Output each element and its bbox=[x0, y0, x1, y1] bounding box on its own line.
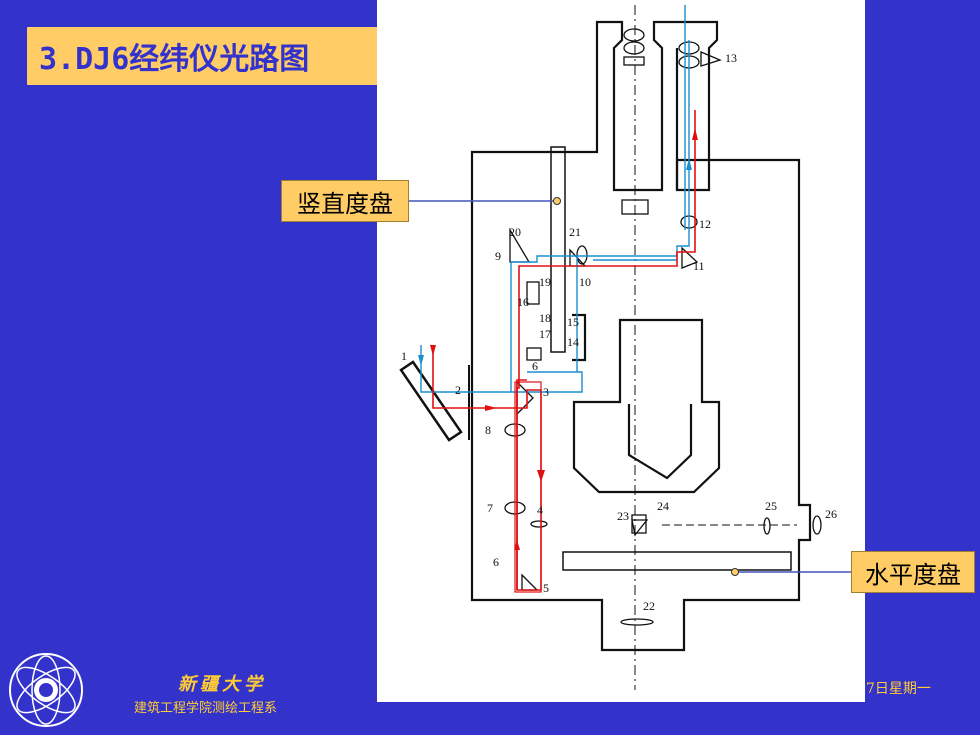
diagram-num: 24 bbox=[657, 499, 669, 513]
diagram-num: 17 bbox=[539, 327, 551, 341]
diagram-num: 2 bbox=[455, 383, 461, 397]
vertical-circle-label: 竖直度盘 bbox=[281, 180, 409, 222]
horizontal-circle-label: 水平度盘 bbox=[851, 551, 975, 593]
slide-date: 7日星期一 bbox=[866, 681, 931, 697]
diagram-num: 20 bbox=[509, 225, 521, 239]
diagram-num: 23 bbox=[617, 509, 629, 523]
university-name: 新疆大学 bbox=[178, 674, 266, 695]
diagram-num: 5 bbox=[543, 581, 549, 595]
diagram-num: 11 bbox=[693, 259, 705, 273]
university-logo-icon bbox=[6, 650, 86, 730]
diagram-num: 6 bbox=[493, 555, 499, 569]
diagram-num: 6 bbox=[532, 359, 538, 373]
diagram-num: 8 bbox=[485, 423, 491, 437]
diagram-num: 19 bbox=[539, 275, 551, 289]
diagram-num: 13 bbox=[725, 51, 737, 65]
diagram-num: 22 bbox=[643, 599, 655, 613]
diagram-num: 12 bbox=[699, 217, 711, 231]
department-name: 建筑工程学院测绘工程系 bbox=[134, 701, 278, 716]
diagram-num: 15 bbox=[567, 315, 579, 329]
diagram-num: 9 bbox=[495, 249, 501, 263]
diagram-num: 18 bbox=[539, 311, 551, 325]
page-title: 3.DJ6经纬仪光路图 bbox=[39, 42, 310, 77]
diagram-num: 4 bbox=[537, 503, 543, 517]
diagram-num: 25 bbox=[765, 499, 777, 513]
optical-path-diagram: 1 2 3 4 5 6 6 7 8 9 10 11 12 13 14 15 16… bbox=[377, 0, 865, 702]
diagram-num: 26 bbox=[825, 507, 837, 521]
diagram-num: 14 bbox=[567, 335, 579, 349]
diagram-num: 16 bbox=[517, 295, 529, 309]
diagram-num: 21 bbox=[569, 225, 581, 239]
diagram-num: 7 bbox=[487, 501, 493, 515]
instrument-schematic: 1 2 3 4 5 6 6 7 8 9 10 11 12 13 14 15 16… bbox=[399, 5, 853, 690]
diagram-num: 1 bbox=[401, 349, 407, 363]
diagram-num: 10 bbox=[579, 275, 591, 289]
diagram-num: 3 bbox=[543, 385, 549, 399]
